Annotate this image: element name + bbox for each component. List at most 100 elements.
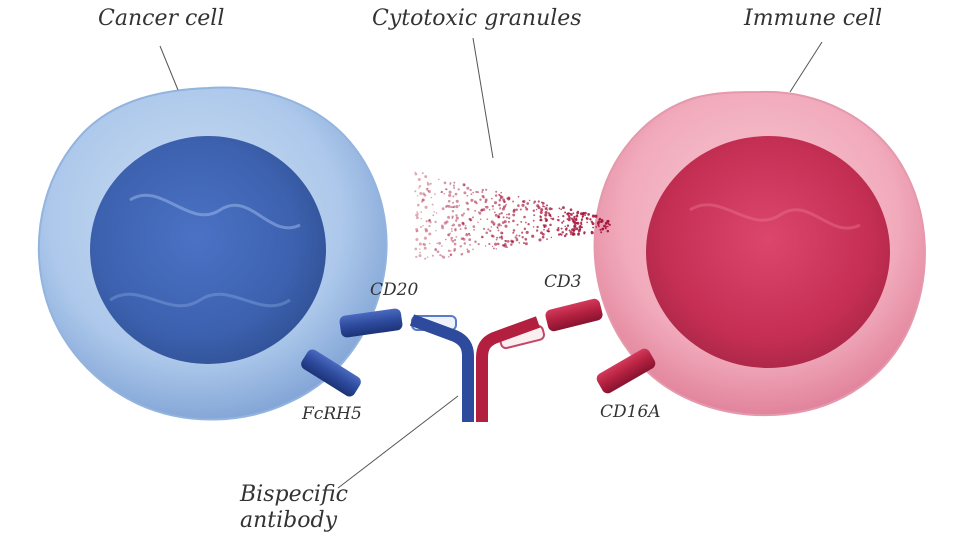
granule-dot <box>481 191 484 193</box>
granule-dot <box>518 242 521 244</box>
granule-dot <box>461 213 464 217</box>
granule-dot <box>504 224 508 228</box>
granule-dot <box>450 228 453 230</box>
granule-dot <box>524 206 527 209</box>
granule-dot <box>424 227 428 232</box>
granule-dot <box>512 219 515 223</box>
granule-dot <box>450 236 454 240</box>
granule-dot <box>417 212 419 215</box>
granule-dot <box>557 226 560 229</box>
granule-dot <box>539 218 543 222</box>
granule-dot <box>447 233 451 237</box>
granule-dot <box>443 181 447 185</box>
granule-dot <box>451 224 454 227</box>
granule-dot <box>521 236 524 239</box>
leader-cytotoxic-granules <box>472 37 494 159</box>
granule-dot <box>425 188 429 191</box>
granule-dot <box>431 203 434 206</box>
granule-dot <box>466 248 469 251</box>
granule-dot <box>415 255 418 259</box>
granule-dot <box>415 230 418 233</box>
granule-dot <box>594 214 598 218</box>
granule-dot <box>488 242 491 246</box>
granule-dot <box>523 215 526 219</box>
granule-dot <box>535 208 538 211</box>
granule-dot <box>522 242 526 245</box>
granule-dot <box>600 231 603 234</box>
granule-dot <box>418 254 422 258</box>
granule-dot <box>431 254 434 257</box>
granule-dot <box>422 192 426 196</box>
granule-dot <box>455 236 458 238</box>
granule-dot <box>426 187 429 190</box>
label-cd20: CD20 <box>370 280 419 300</box>
granule-dot <box>416 229 419 233</box>
granule-dot <box>477 221 479 224</box>
granule-dot <box>436 250 440 254</box>
granule-dot <box>463 191 467 195</box>
granule-dot <box>494 242 498 246</box>
granule-dot <box>443 221 447 225</box>
granule-dot <box>577 232 580 236</box>
granule-dot <box>420 226 422 228</box>
granule-dot <box>474 240 477 243</box>
granule-dot <box>427 189 432 194</box>
granule-dot <box>484 198 488 202</box>
granule-dot <box>414 247 418 251</box>
granule-dot <box>545 204 549 207</box>
granule-dot <box>420 211 423 213</box>
granule-dot <box>566 224 570 227</box>
granule-dot <box>497 223 501 227</box>
granule-dot <box>461 253 464 255</box>
granule-dot <box>510 243 513 246</box>
granule-dot <box>567 218 571 222</box>
cancer-cell-nucleus <box>90 136 326 364</box>
granule-dot <box>443 192 445 195</box>
granule-dot <box>497 229 500 232</box>
granule-dot <box>505 203 507 206</box>
granule-dot <box>501 207 505 211</box>
granule-dot <box>469 218 473 222</box>
granule-dot <box>544 213 548 217</box>
granule-dot <box>415 237 419 242</box>
granule-dot <box>597 221 600 224</box>
granule-dot <box>447 199 451 203</box>
granule-dot <box>448 255 450 258</box>
granule-dot <box>504 240 506 242</box>
granule-dot <box>454 229 457 232</box>
granule-dot <box>453 186 456 189</box>
granule-dot <box>581 219 583 222</box>
granule-dot <box>441 190 443 193</box>
granule-dot <box>434 220 437 224</box>
label-immune-cell: Immune cell <box>744 6 883 31</box>
bispecific-antibody <box>409 314 541 422</box>
granule-dot <box>575 227 579 231</box>
granule-dot <box>414 172 418 176</box>
granule-dot <box>498 203 501 207</box>
granule-dot <box>423 243 426 247</box>
granule-dot <box>452 184 455 187</box>
granule-dot <box>429 182 432 185</box>
granule-dot <box>557 215 560 218</box>
granule-dot <box>450 206 453 209</box>
granule-dot <box>423 236 427 240</box>
granule-dot <box>604 227 607 230</box>
granule-dot <box>449 183 451 186</box>
cancer-cell <box>37 86 388 421</box>
granule-dot <box>506 240 510 243</box>
granule-dot <box>438 178 440 181</box>
granule-dot <box>575 214 579 218</box>
granule-dot <box>434 248 438 252</box>
granule-dot <box>464 226 467 230</box>
granule-dot <box>521 203 525 207</box>
granule-dot <box>484 205 487 208</box>
granule-dot <box>418 242 422 246</box>
granule-dot <box>564 225 566 228</box>
granule-dot <box>514 236 517 239</box>
granule-dot <box>577 229 581 233</box>
granule-dot <box>532 226 535 228</box>
granule-dot <box>525 207 529 211</box>
leader-cancer-cell <box>159 45 179 91</box>
granule-dot <box>452 205 456 209</box>
